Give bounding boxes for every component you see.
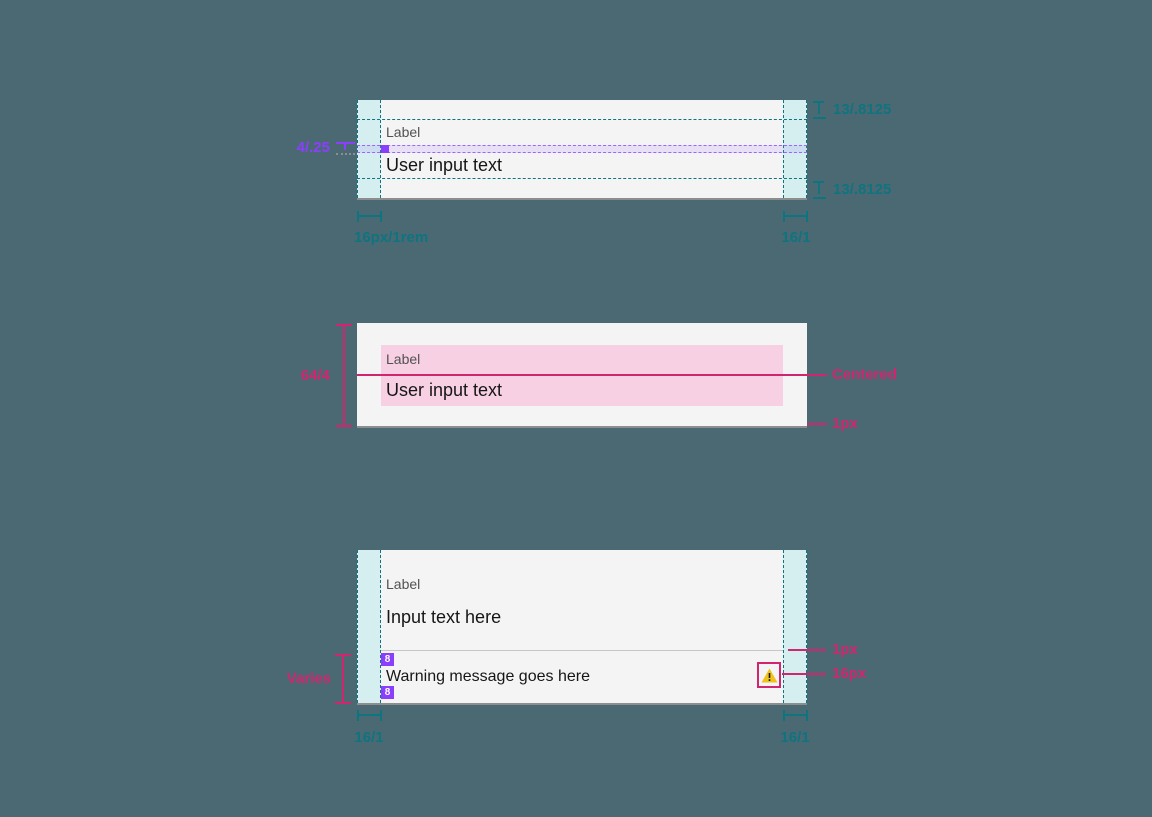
field-label: Label	[386, 124, 421, 140]
field-value: User input text	[386, 155, 503, 175]
gap-measure-icon	[336, 142, 355, 155]
warning-message: Warning message goes here	[386, 668, 590, 685]
type-bottom-annotation: 13/.8125	[833, 181, 892, 198]
type-height-icon	[813, 181, 826, 199]
field-value: Input text here	[386, 607, 502, 627]
warning-filled-icon	[761, 668, 777, 682]
bottom-type-margin-guide	[357, 178, 807, 179]
field-height-annotation: 64/4	[300, 367, 330, 384]
right-padding-annotation: 16/1	[780, 729, 810, 746]
text-input-spec-default: Label User input text	[357, 100, 807, 200]
field-value: User input text	[386, 380, 503, 400]
v-bracket-icon	[336, 324, 352, 427]
label-to-input-gap-guide	[357, 145, 807, 153]
field-label: Label	[386, 576, 421, 592]
divider-tick-line	[788, 649, 826, 651]
warning-height-annotation: Varies	[286, 670, 331, 687]
v-bracket-icon	[335, 654, 351, 704]
text-input-spec-warning: Label Input text here 8 Warning message …	[357, 550, 807, 705]
type-top-annotation: 13/.8125	[833, 101, 892, 118]
warning-divider-line	[381, 650, 783, 651]
h-bracket-icon	[783, 211, 808, 222]
right-padding-annotation: 16/1	[781, 229, 811, 246]
divider-annotation: 1px	[832, 641, 858, 658]
warning-icon-measure-box	[757, 662, 781, 688]
type-height-icon	[813, 101, 826, 119]
border-annotation: 1px	[832, 415, 858, 432]
right-padding-highlight	[783, 100, 807, 198]
icon-size-annotation: 16px	[832, 665, 867, 682]
left-padding-highlight	[357, 550, 381, 703]
center-guide-line	[357, 374, 827, 376]
left-padding-annotation: 16px/1rem	[354, 229, 429, 246]
spacer-token-badge: 8	[381, 686, 394, 699]
h-bracket-icon	[357, 710, 382, 721]
h-bracket-icon	[357, 211, 382, 222]
right-padding-highlight	[783, 550, 807, 703]
centered-annotation: Centered	[832, 366, 898, 383]
left-padding-annotation: 16/1	[354, 729, 384, 746]
icon-tick-line	[782, 673, 826, 675]
gap-annotation: 4/.25	[296, 139, 330, 156]
field-label: Label	[386, 351, 421, 367]
gap-marker	[381, 145, 389, 153]
spacer-token-badge: 8	[381, 653, 394, 666]
top-type-margin-guide	[357, 119, 807, 120]
h-bracket-icon	[783, 710, 808, 721]
border-tick-line	[807, 423, 827, 425]
left-padding-highlight	[357, 100, 381, 198]
